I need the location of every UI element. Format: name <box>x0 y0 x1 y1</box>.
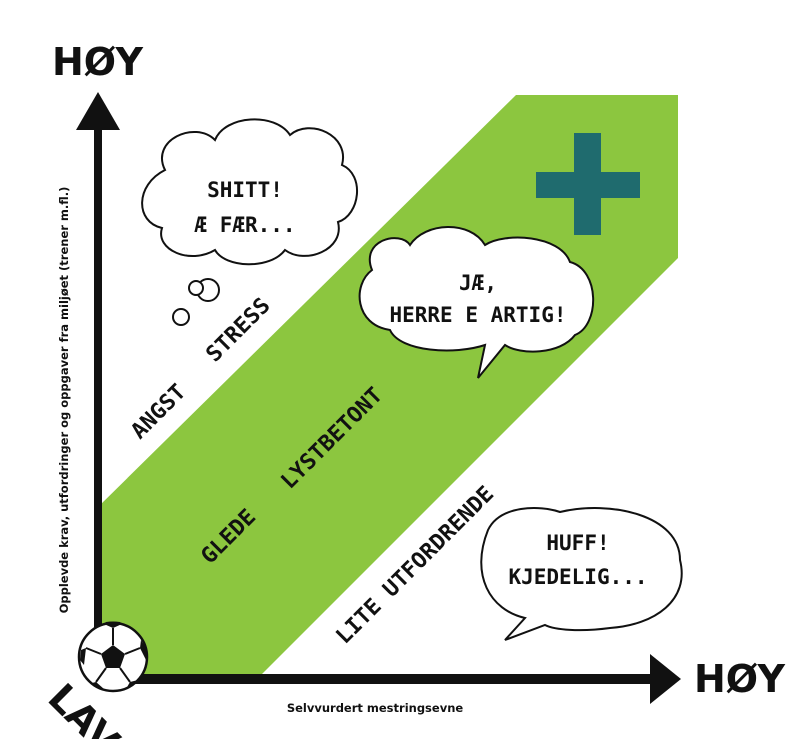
soccer-ball-icon <box>77 621 149 693</box>
thought-bubble <box>141 118 358 326</box>
speech-middle-line2: HERRE E ARTIG! <box>389 303 566 327</box>
y-axis-title: Opplevde krav, utfordringer og oppgaver … <box>57 187 71 614</box>
x-axis-title: Selvvurdert mestringsevne <box>287 701 464 715</box>
y-axis-arrow <box>76 92 120 682</box>
x-axis-high-label: HØY <box>694 657 785 701</box>
thought-text-line1: SHITT! <box>207 178 283 202</box>
x-axis-arrow <box>97 654 681 704</box>
speech-middle-line1: JÆ, <box>459 271 497 295</box>
y-axis-high-label: HØY <box>52 40 143 84</box>
speech-bottom-line1: HUFF! <box>546 531 609 555</box>
speech-bubble-bottom <box>480 507 683 641</box>
speech-bottom-line2: KJEDELIG... <box>508 565 647 589</box>
thought-text-line2: Æ FÆR... <box>194 213 295 237</box>
speech-bubble-middle <box>358 226 595 379</box>
plus-icon <box>536 133 640 235</box>
